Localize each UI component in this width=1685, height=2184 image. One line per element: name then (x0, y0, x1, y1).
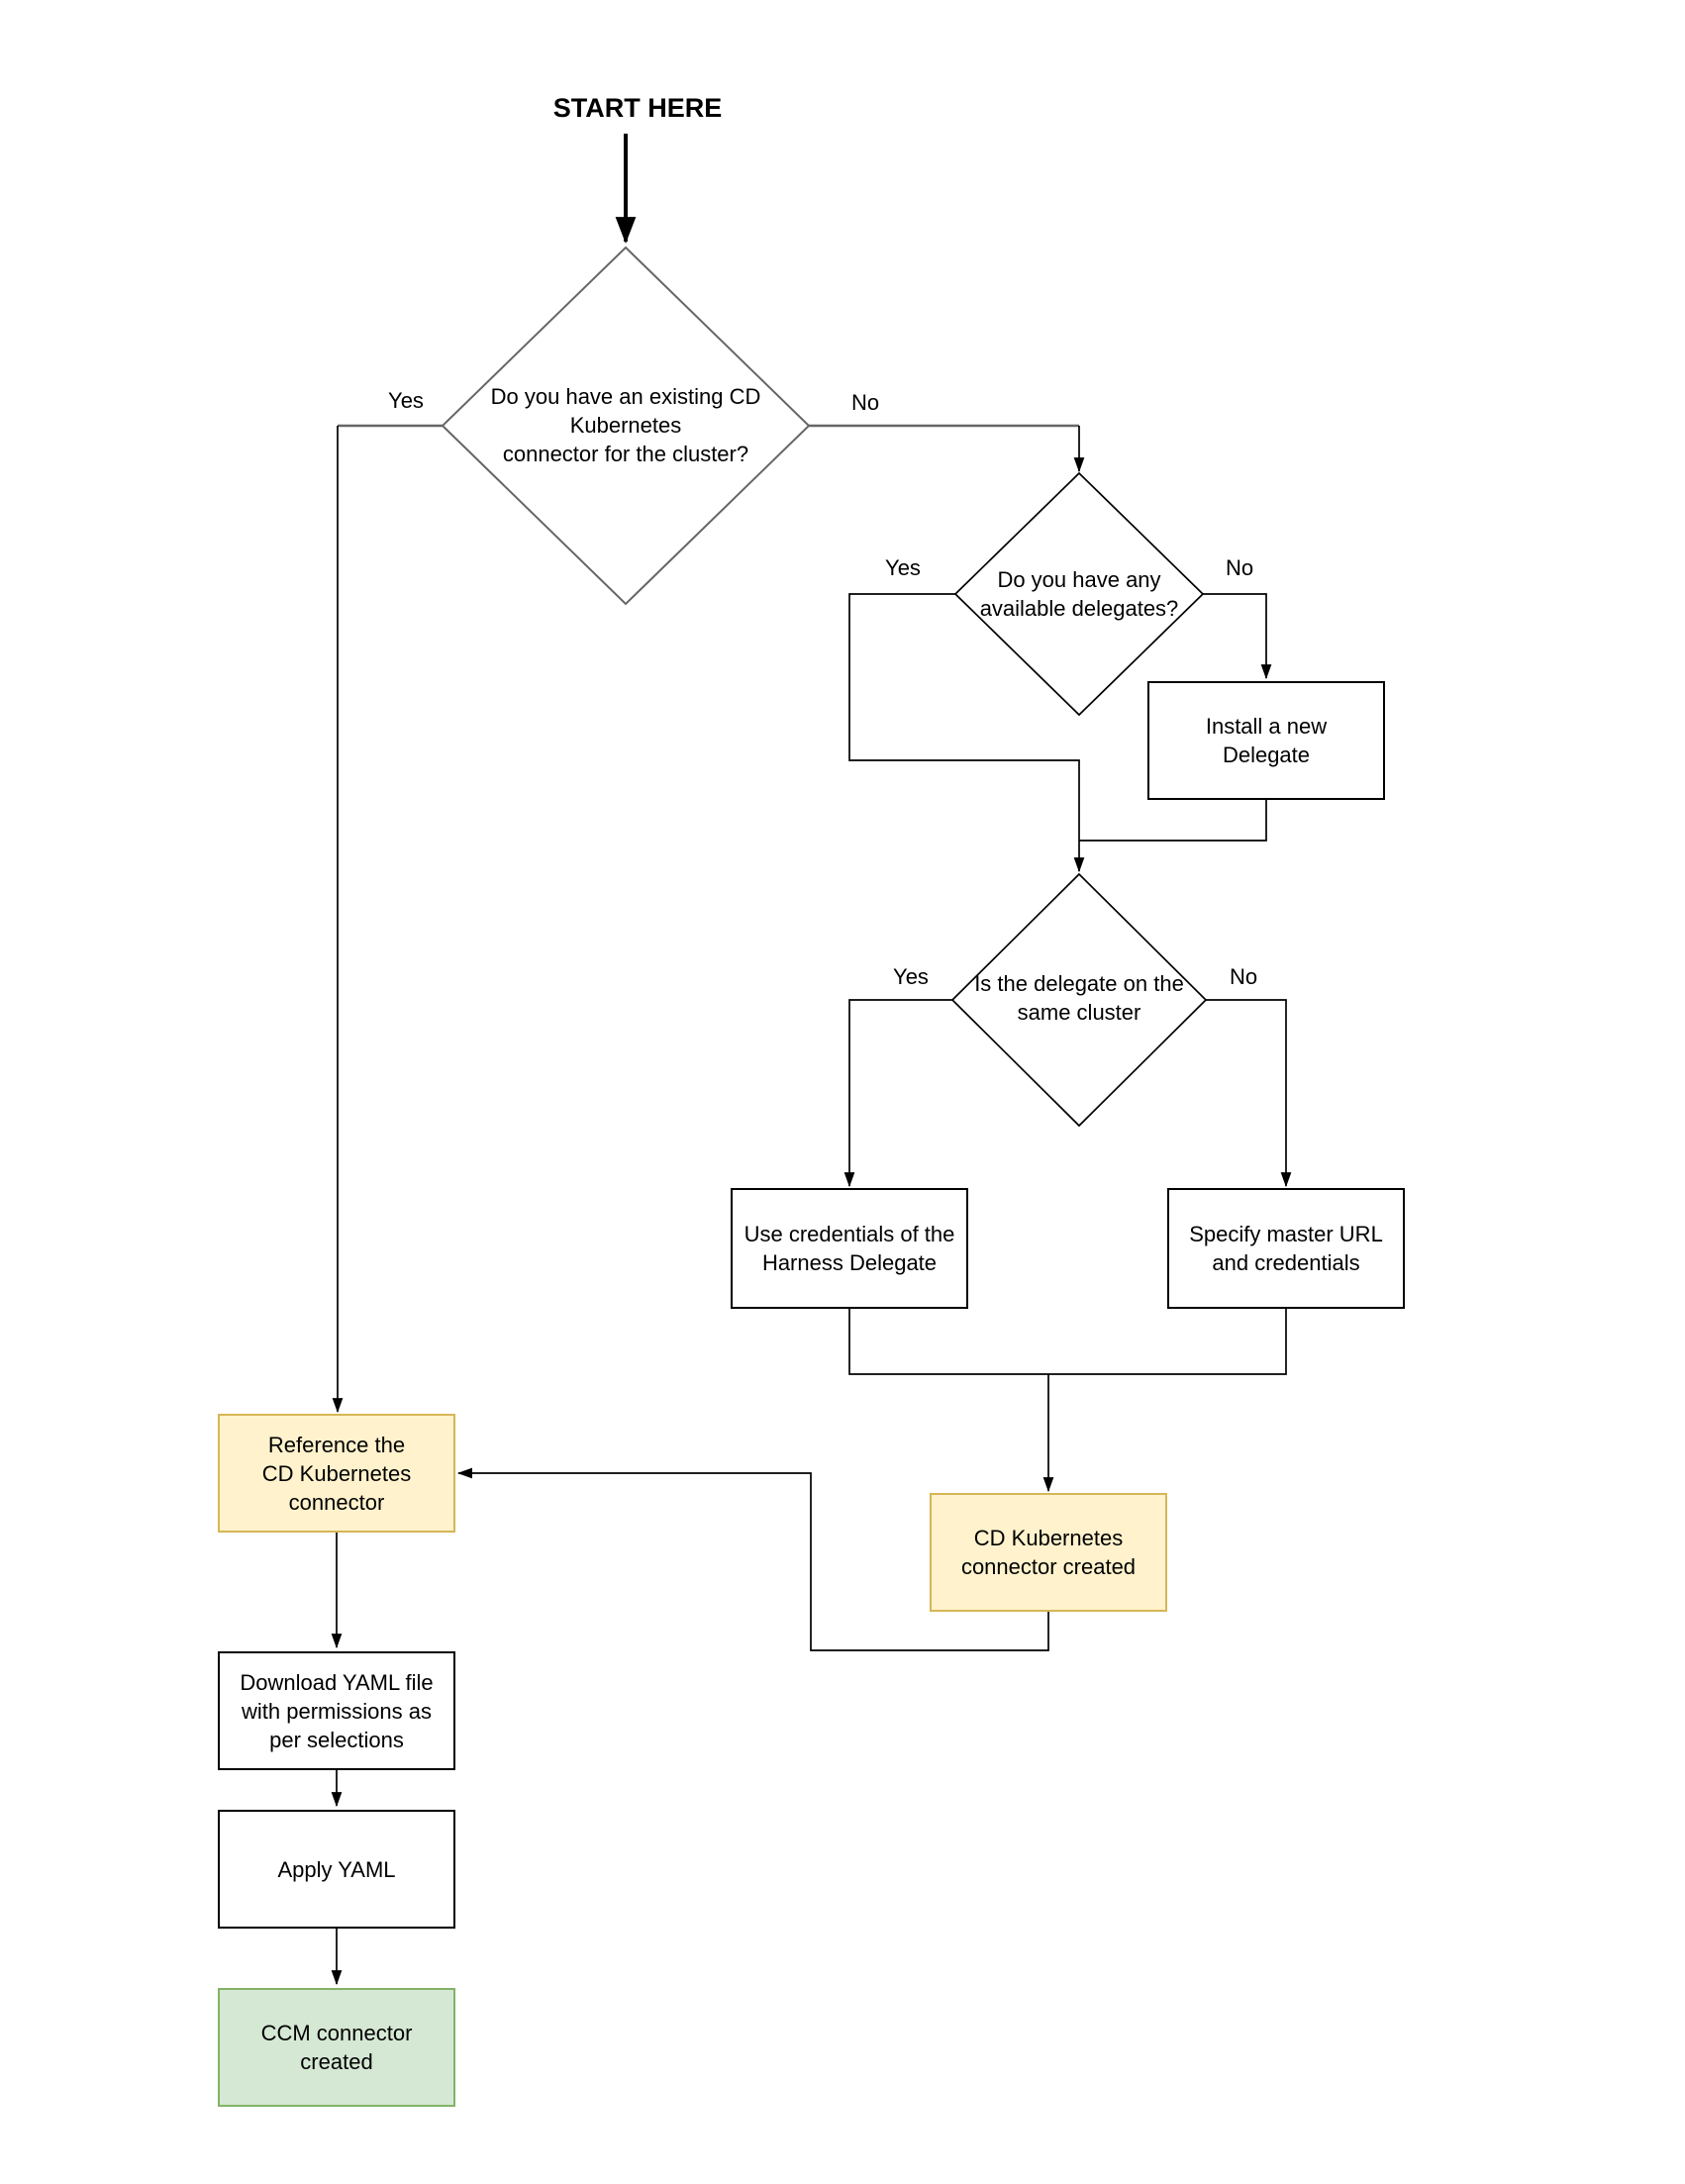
edge-decision3-no-to-specify-url (1206, 999, 1292, 1188)
use-credentials-box: Use credentials of the Harness Delegate (731, 1188, 968, 1309)
edge-decision2-no-to-install (1203, 593, 1272, 680)
reference-connector-box: Reference the CD Kubernetes connector (218, 1414, 455, 1533)
branch-label-d1-no: No (850, 390, 880, 415)
branch-label-d1-yes: Yes (388, 388, 424, 413)
branch-label-d2-yes: Yes (885, 555, 921, 580)
decision-diamond-available-delegates (953, 471, 1205, 717)
edge-decision3-yes-to-use-credentials (843, 999, 952, 1188)
download-yaml-box: Download YAML file with permissions as p… (218, 1651, 455, 1770)
cd-connector-created-box: CD Kubernetes connector created (930, 1493, 1167, 1612)
branch-label-d3-yes: Yes (893, 964, 929, 989)
install-delegate-box: Install a new Delegate (1147, 681, 1385, 800)
edge-install-to-merge (1079, 800, 1267, 842)
edge-specify-url-to-merge (1048, 1309, 1287, 1375)
decision-diamond-same-cluster (950, 872, 1208, 1128)
specify-master-url-box: Specify master URL and credentials (1167, 1188, 1405, 1309)
apply-yaml-box: Apply YAML (218, 1810, 455, 1929)
edge-decision2-yes-to-decision3 (848, 593, 1085, 873)
decision-same-cluster-label: Is the delegate on the same cluster (974, 971, 1184, 1025)
edge-use-credentials-to-merge (848, 1309, 1048, 1375)
edge-cd-created-to-reference (456, 1467, 1049, 1651)
start-here-title: START HERE (552, 93, 723, 123)
decision-diamond-existing-connector (441, 246, 811, 606)
branch-label-d3-no: No (1229, 964, 1258, 989)
decision-existing-connector-label: Do you have an existing CD Kubernetes co… (490, 384, 761, 466)
decision-available-delegates-label: Do you have any available delegates? (979, 567, 1179, 621)
ccm-connector-created-box: CCM connector created (218, 1988, 455, 2107)
branch-label-d2-no: No (1225, 555, 1254, 580)
